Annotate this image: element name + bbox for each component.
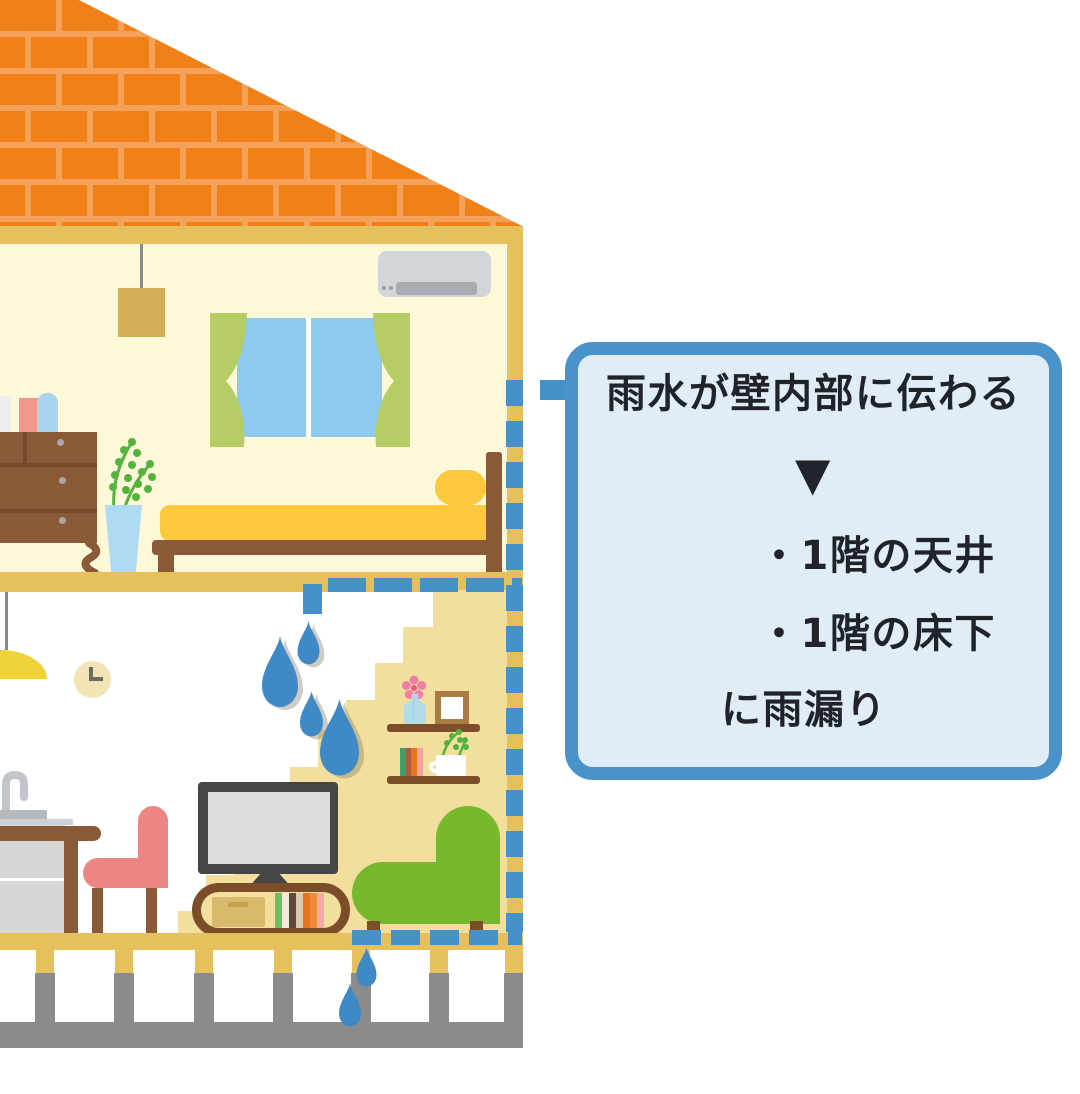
floor-post xyxy=(36,950,54,973)
dresser-knob xyxy=(57,439,64,446)
mug-plant xyxy=(441,729,469,757)
table-top xyxy=(0,826,101,841)
chair-leg xyxy=(146,888,157,935)
shelf-mug xyxy=(436,755,466,777)
dresser-item-pink-box xyxy=(19,398,38,432)
console-book xyxy=(303,893,310,928)
counter-top xyxy=(0,819,73,825)
console-book xyxy=(275,893,282,928)
leak-path-stub xyxy=(303,584,322,614)
roof-slope xyxy=(0,0,524,227)
floor-post xyxy=(274,950,292,973)
plant-leaves xyxy=(109,438,156,511)
dresser-knob xyxy=(59,517,66,524)
water-drop-icon xyxy=(262,636,298,707)
leak-path-wall-line xyxy=(506,380,523,932)
leak-path-floor-line xyxy=(352,930,522,945)
floor-post xyxy=(430,950,448,973)
dresser-item-blue-bottle xyxy=(37,393,58,432)
sofa-seat xyxy=(352,862,452,924)
floor-post xyxy=(195,950,213,973)
water-drop-icon xyxy=(300,691,323,737)
console-book xyxy=(317,893,324,928)
window-pane-right xyxy=(311,318,382,437)
callout-item-ceiling: ・1階の天井 xyxy=(759,533,996,579)
callout-connector xyxy=(540,380,568,400)
foundation-footing xyxy=(0,1022,523,1048)
bed-headboard xyxy=(486,452,502,575)
console-box-handle xyxy=(228,902,248,907)
foundation-pier xyxy=(114,973,134,1022)
cabinet-divider xyxy=(0,878,65,881)
bed-leg xyxy=(158,555,174,573)
shelf-picture-frame xyxy=(435,691,469,725)
pendant-cord xyxy=(140,244,143,290)
shelf-book xyxy=(411,748,417,776)
water-drop-icon xyxy=(297,621,320,665)
console-book xyxy=(282,893,289,928)
dresser xyxy=(0,432,97,543)
console-book xyxy=(296,893,303,928)
window xyxy=(210,313,410,447)
shelf-book xyxy=(417,748,423,776)
shelf-book xyxy=(400,748,406,776)
curtain-left xyxy=(210,313,247,447)
clock-hand xyxy=(89,667,93,681)
foundation-pier xyxy=(194,973,214,1022)
water-drop-icon xyxy=(320,698,359,776)
bed-mattress xyxy=(160,505,486,541)
foundation-pier xyxy=(429,973,449,1022)
dresser-leg xyxy=(81,541,101,575)
water-drop-icon xyxy=(339,983,361,1027)
roof-brick-section xyxy=(0,0,524,227)
shelf-board-upper xyxy=(387,724,480,732)
bed-pillow xyxy=(435,470,486,505)
ac-vent xyxy=(396,282,477,295)
shelf-book xyxy=(406,748,411,776)
bed-base xyxy=(152,540,502,555)
plant-vase xyxy=(105,505,142,578)
sink-basin xyxy=(0,810,47,819)
shelf-vase xyxy=(404,694,426,725)
chair-leg xyxy=(92,888,103,935)
table-leg xyxy=(64,841,78,937)
foundation-pier xyxy=(504,973,523,1022)
pendant-cord-1f xyxy=(5,592,8,650)
roof-eave-bar xyxy=(0,226,523,244)
chair-seat xyxy=(83,858,168,888)
floor-post xyxy=(115,950,133,973)
counter-cabinet xyxy=(0,825,65,937)
foundation-pier xyxy=(273,973,293,1022)
floor-post xyxy=(505,950,523,973)
window-pane-left xyxy=(237,318,306,437)
dresser-knob xyxy=(59,477,66,484)
shelf-board-lower xyxy=(387,776,480,784)
console-book xyxy=(289,893,296,928)
foundation-pier xyxy=(35,973,55,1022)
down-triangle-icon: ▼ xyxy=(795,447,832,501)
dresser-divider xyxy=(23,432,27,463)
dresser-item-frame xyxy=(0,396,11,432)
curtain-right xyxy=(373,313,410,447)
console-book xyxy=(310,893,317,928)
window-divider xyxy=(306,318,311,437)
water-drop-icon xyxy=(356,947,377,987)
callout-footer: に雨漏り xyxy=(721,687,887,733)
callout-heading: 雨水が壁内部に伝わる xyxy=(606,371,1021,417)
callout-item-underfloor: ・1階の床下 xyxy=(759,611,996,657)
clock-hand xyxy=(91,677,103,681)
dresser-divider xyxy=(0,509,97,513)
pendant-shade xyxy=(118,288,165,337)
dresser-divider xyxy=(0,463,97,467)
callout-box: 雨水が壁内部に伝わる ▼ ・1階の天井 ・1階の床下 に雨漏り xyxy=(565,342,1062,780)
leak-path-ceiling-line xyxy=(328,578,522,592)
tv-screen xyxy=(208,792,330,864)
ac-light-icon xyxy=(389,286,393,290)
faucet xyxy=(2,770,28,824)
pendant-dome-1f xyxy=(0,650,47,679)
ac-light-icon xyxy=(382,286,386,290)
